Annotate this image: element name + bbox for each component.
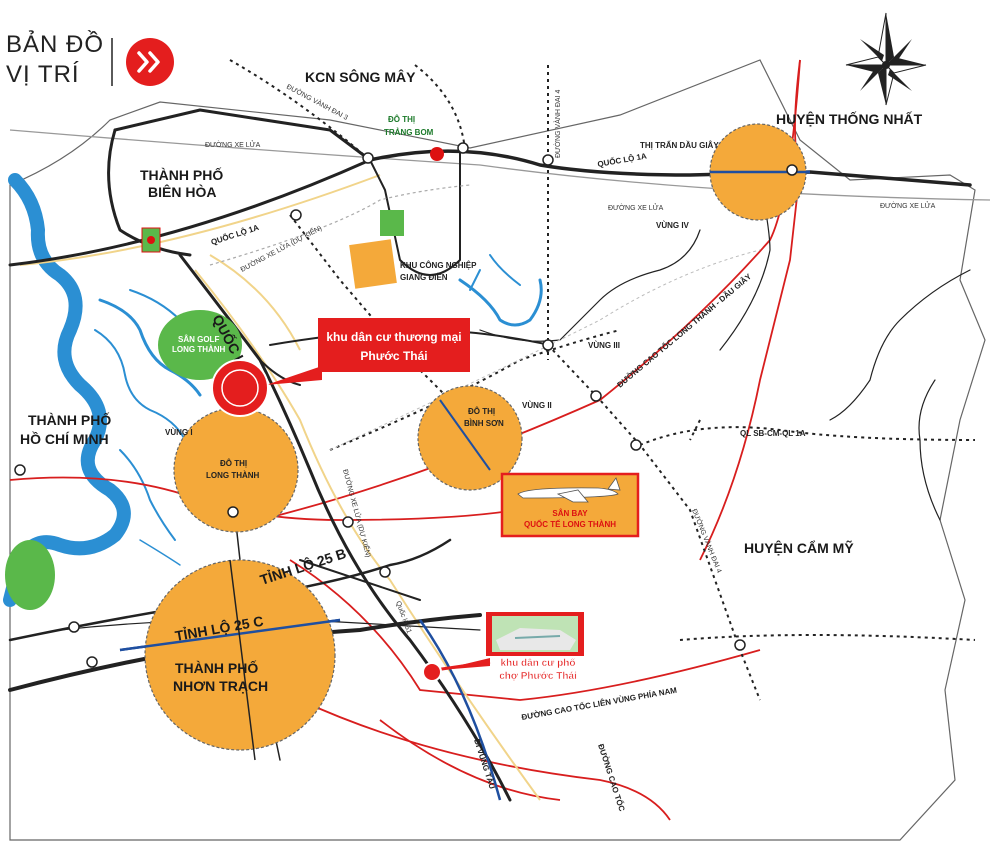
label-vung-ii: VÙNG II: [522, 401, 552, 410]
airplane-icon: [517, 477, 621, 503]
label-trang-bom-2: TRẢNG BOM: [384, 128, 434, 137]
road-nhon-trach-north-south: [229, 559, 256, 761]
label-di-vung-tau: ĐI VŨNG TÀU: [472, 738, 497, 790]
blue-road-ql51: [418, 619, 502, 801]
pho-cho-line1: khu dân cư phố: [500, 657, 575, 669]
label-binh-son-2: BÌNH SƠN: [464, 419, 504, 428]
label-ql1a-left: QUỐC LỘ 1A: [210, 222, 261, 247]
label-vung-iii: VÙNG III: [588, 341, 620, 350]
label-cao-toc-lt-dg: ĐƯỜNG CAO TỐC LONG THÀNH - DẦU GIÂY: [615, 271, 754, 390]
label-xe-lua-right: ĐƯỜNG XE LỬA: [880, 201, 936, 210]
railway-planned: [209, 184, 471, 266]
sheet-outline: [9, 59, 986, 841]
title-line1: BẢN ĐỒ: [6, 29, 104, 58]
label-bien-hoa-1: THÀNH PHỐ: [140, 166, 223, 183]
junction-nodes: [14, 142, 798, 668]
zone-binh-son: [417, 385, 523, 491]
railway-existing: [9, 129, 991, 201]
label-vanh-dai-4-top: ĐƯỜNG VÀNH ĐAI 4: [553, 90, 562, 158]
road-across-binh-son: [439, 399, 491, 471]
location-marker-pho-cho[interactable]: [422, 662, 442, 682]
urban-zones: [144, 123, 807, 751]
label-ql1a-right: QUỐC LỘ 1A: [597, 150, 648, 169]
label-tphcm-2: HỒ CHÍ MINH: [20, 430, 109, 447]
label-long-thanh-1: ĐÔ THỊ: [220, 459, 247, 468]
bien-hoa-marker-dot: [147, 236, 155, 244]
label-nhon-trach-2: NHƠN TRẠCH: [173, 678, 268, 694]
railway-planned-2: [329, 249, 761, 451]
green-block-trang-bom: [380, 210, 404, 236]
callout-phuoc-thai-tm[interactable]: khu dân cư thương mại Phước Thái: [266, 318, 470, 385]
label-vung-iv: VÙNG IV: [656, 221, 690, 230]
label-xe-lua-tl: ĐƯỜNG XE LỬA: [205, 140, 261, 149]
label-trang-bom-1: ĐÔ THỊ: [388, 115, 415, 124]
label-tphcm-1: THÀNH PHỐ: [28, 411, 111, 428]
label-san-golf-1: SÂN GOLF: [178, 335, 219, 344]
label-vung-i: VÙNG I: [165, 428, 193, 437]
label-dau-giay: THỊ TRẤN DẦU GIÂY: [640, 140, 719, 150]
double-chevron-right-icon: [126, 38, 174, 86]
kcn-giang-dien-block: [349, 239, 397, 289]
airport-line1: SÂN BAY: [552, 509, 588, 518]
label-cao-toc-lien-vung: ĐƯỜNG CAO TỐC LIÊN VÙNG PHÍA NAM: [521, 685, 678, 722]
label-huyen-thong-nhat: HUYỆN THỐNG NHẤT: [776, 110, 923, 127]
airport-box[interactable]: SÂN BAY QUỐC TẾ LONG THÀNH: [500, 472, 640, 538]
yellow-roads: [19, 174, 541, 801]
label-ql-sb: QL SB-CM-QL 1A: [740, 429, 806, 438]
green-patch-southwest: [5, 540, 55, 610]
san-golf-area: [158, 310, 242, 380]
label-giang-dien-2: GIANG ĐIỀN: [400, 272, 448, 282]
pho-cho-line2: chợ Phước Thái: [499, 671, 577, 682]
label-san-golf-2: LONG THÀNH: [172, 345, 226, 354]
callout-tm-line2: Phước Thái: [360, 349, 427, 363]
label-binh-son-1: ĐÔ THỊ: [468, 407, 495, 416]
label-bien-hoa-2: BIÊN HÒA: [148, 183, 216, 200]
label-nhon-trach-1: THÀNH PHỐ: [175, 659, 258, 676]
label-ql51-small: Quốc lộ 51: [394, 600, 414, 635]
label-long-thanh-2: LONG THÀNH: [206, 471, 260, 480]
callout-tm-line1: khu dân cư thương mại: [326, 330, 461, 344]
title-line2: VỊ TRÍ: [6, 61, 80, 88]
label-giang-dien-1: KHU CÔNG NGHIỆP: [400, 261, 477, 270]
compass-rose-icon: [845, 12, 927, 106]
callout-pho-cho[interactable]: khu dân cư phố chợ Phước Thái: [434, 612, 584, 682]
label-huyen-cam-my: HUYỆN CẨM MỸ: [744, 539, 854, 556]
label-duong-cao-toc: ĐƯỜNG CAO TỐC: [596, 743, 627, 813]
airport-line2: QUỐC TẾ LONG THÀNH: [524, 519, 616, 529]
label-xe-lua-mid: ĐƯỜNG XE LỬA: [608, 203, 664, 212]
zone-nhon-trach: [144, 559, 336, 751]
road-across-nhon-trach: [119, 618, 341, 652]
location-marker-tm[interactable]: [211, 359, 269, 417]
trang-bom-marker: [430, 147, 444, 161]
label-kcn-song-may: KCN SÔNG MÂY: [305, 68, 416, 85]
